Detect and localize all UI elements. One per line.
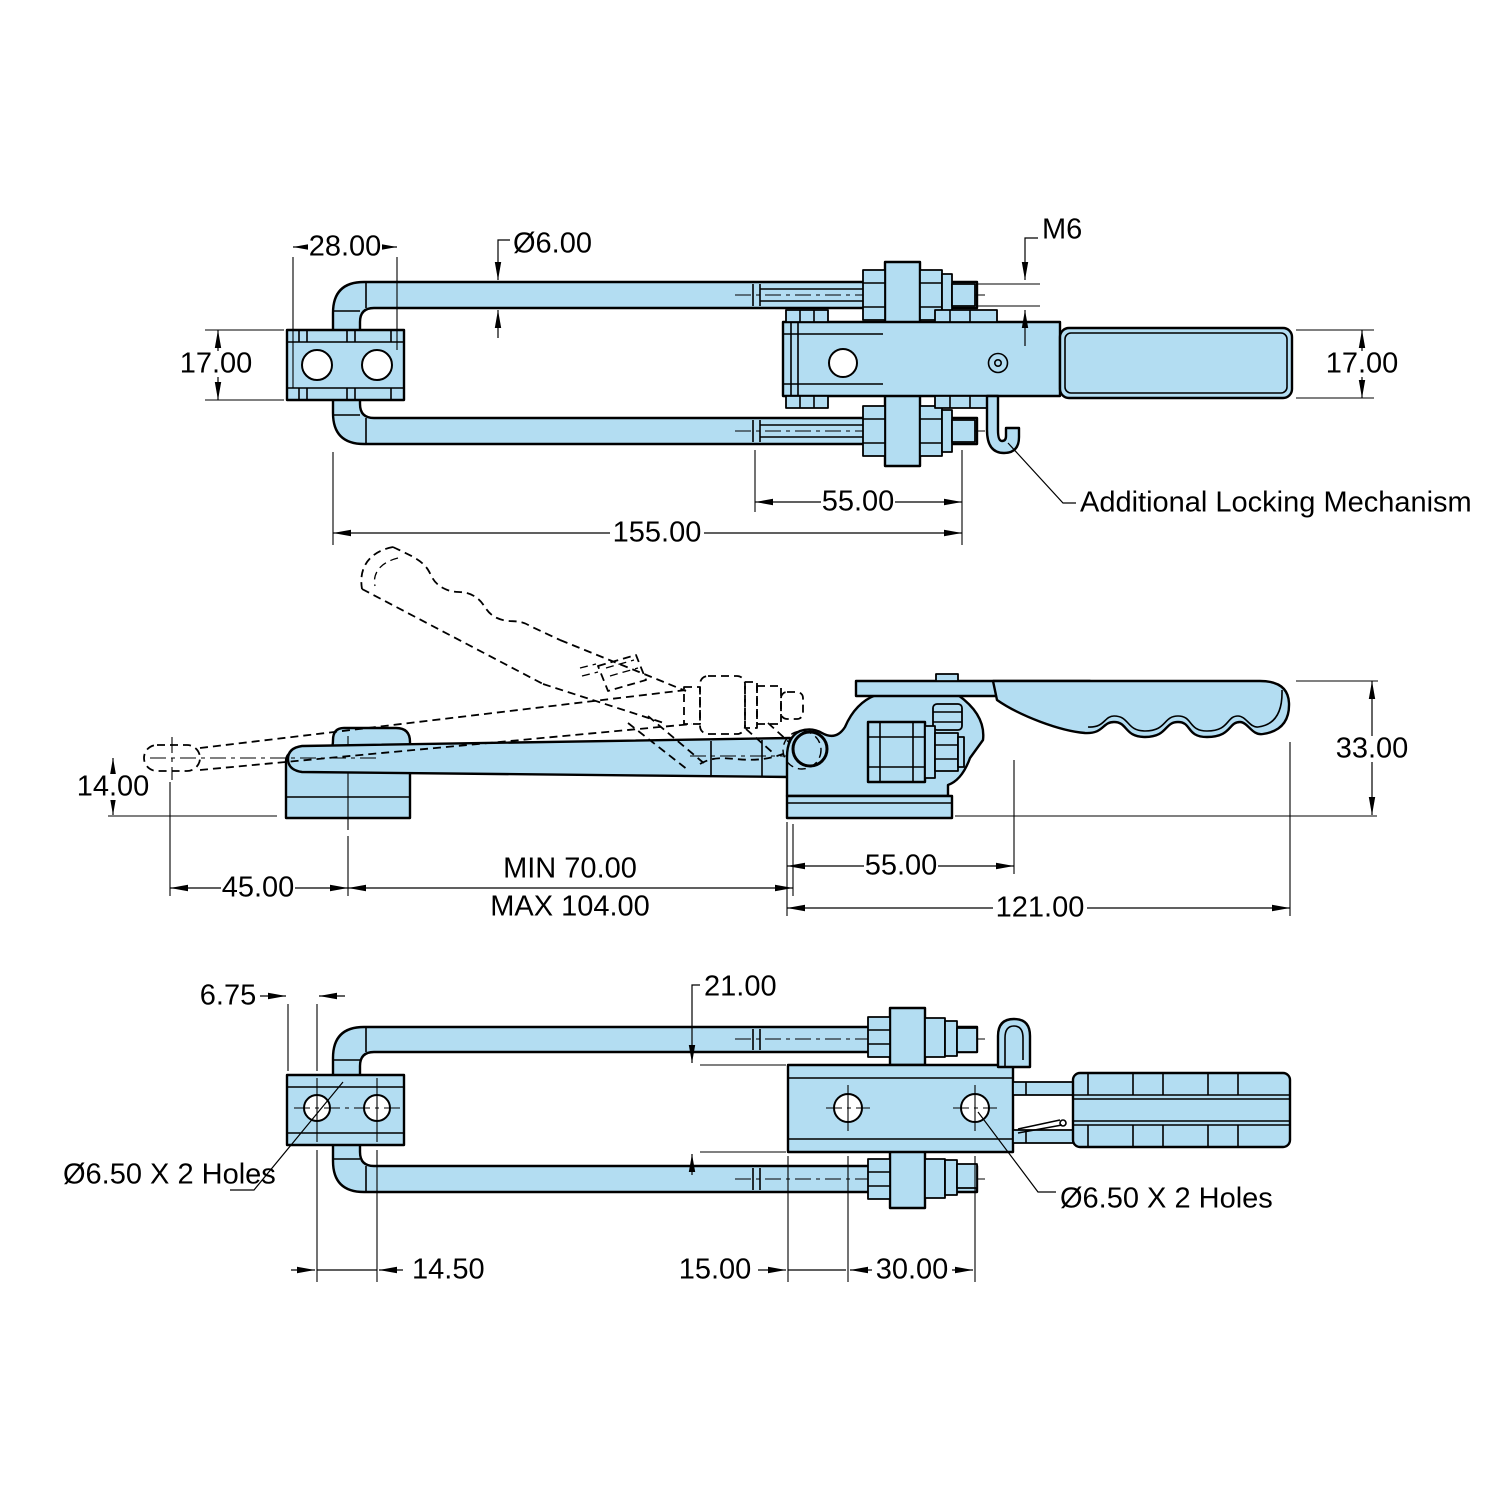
- rod-end: [951, 419, 976, 443]
- clevis-tab: [934, 309, 998, 323]
- lever-tab: [935, 673, 959, 682]
- dim-thread-length: 55.00: [754, 450, 963, 545]
- dim-edge-to-hole-right: 15.00: [679, 1156, 846, 1286]
- note-holes-left: Ø6.50 X 2 Holes: [63, 1081, 344, 1191]
- svg-text:45.00: 45.00: [222, 872, 295, 904]
- dim-keeper-distance: 45.00: [169, 782, 349, 904]
- svg-text:Ø6.50 X 2 Holes: Ø6.50 X 2 Holes: [63, 1159, 276, 1191]
- hex-nut: [934, 732, 959, 772]
- washer: [944, 1020, 958, 1057]
- bracket-hole: [301, 349, 333, 381]
- rod-end: [951, 283, 976, 307]
- hex-nut: [867, 1158, 891, 1200]
- dim-base-length: 55.00: [786, 760, 1015, 916]
- washer: [941, 409, 953, 453]
- svg-text:33.00: 33.00: [1336, 733, 1409, 765]
- lever-bar: [781, 320, 1062, 398]
- open-position-phantom: [143, 546, 804, 780]
- svg-text:14.00: 14.00: [77, 771, 150, 803]
- washer: [957, 736, 965, 768]
- svg-text:M6: M6: [1042, 214, 1082, 246]
- svg-text:Additional Locking Mechanism: Additional Locking Mechanism: [1080, 487, 1472, 519]
- dim-overall-height: 33.00: [1296, 680, 1410, 815]
- plan-view: 6.75 21.00 Ø6.50 X 2 Holes Ø6.50 X 2 Hol…: [63, 971, 1292, 1286]
- svg-text:6.75: 6.75: [200, 980, 256, 1012]
- locking-note: Additional Locking Mechanism: [1007, 442, 1472, 519]
- svg-text:121.00: 121.00: [996, 892, 1085, 924]
- handle: [1058, 326, 1294, 400]
- washer: [944, 1159, 958, 1196]
- bracket-hole: [361, 349, 393, 381]
- svg-text:17.00: 17.00: [1326, 348, 1399, 380]
- svg-text:17.00: 17.00: [180, 348, 253, 380]
- dim-height-right: 17.00: [1296, 329, 1400, 399]
- dim-body-length: 121.00: [787, 742, 1291, 924]
- dim-thread-size: M6: [978, 214, 1082, 346]
- screw-block: [888, 1149, 927, 1210]
- latch-clip: [932, 703, 963, 731]
- dim-hook-height: 14.00: [76, 758, 150, 815]
- dim-bracket-width: 28.00: [292, 231, 398, 388]
- top-view: 28.00 Ø6.00 M6 17.00: [178, 214, 1472, 549]
- clevis-tab: [785, 309, 829, 323]
- hex-nut: [919, 405, 943, 457]
- hex-nut: [862, 405, 886, 457]
- hex-nut: [924, 1017, 946, 1058]
- dim-base-width: 21.00: [688, 971, 786, 1175]
- side-view: 14.00 45.00 MIN 70.00 MAX 104.00 55.00: [76, 546, 1410, 924]
- latch-rod: [286, 736, 792, 779]
- handle-plan: [1071, 1071, 1292, 1149]
- locking-hook: [985, 394, 1021, 455]
- svg-text:15.00: 15.00: [679, 1254, 752, 1286]
- hex-nut: [866, 720, 927, 784]
- clevis-tab: [785, 395, 829, 409]
- svg-text:Ø6.00: Ø6.00: [513, 228, 592, 260]
- pivot-hole: [828, 348, 858, 378]
- svg-text:21.00: 21.00: [704, 971, 777, 1003]
- dim-rod-diameter: Ø6.00: [494, 228, 592, 338]
- hex-nut: [862, 269, 886, 321]
- open-grip-outline: [392, 546, 561, 641]
- clamp-base: [785, 794, 954, 820]
- handle-grip: [991, 679, 1291, 739]
- rod-end: [956, 1027, 978, 1053]
- dim-hole-pitch-right: 30.00: [847, 1156, 976, 1286]
- svg-text:55.00: 55.00: [822, 486, 895, 518]
- hex-nut: [867, 1016, 891, 1058]
- clevis-bar: [1012, 1081, 1074, 1096]
- svg-text:MAX 104.00: MAX 104.00: [490, 891, 650, 923]
- svg-text:155.00: 155.00: [613, 517, 702, 549]
- dim-overall-length: 155.00: [332, 452, 962, 549]
- note-holes-right: Ø6.50 X 2 Holes: [977, 1111, 1273, 1215]
- dim-height-left: 17.00: [178, 329, 284, 401]
- svg-text:14.50: 14.50: [412, 1254, 485, 1286]
- svg-text:28.00: 28.00: [309, 231, 382, 263]
- rivet: [987, 352, 1009, 374]
- svg-text:Ø6.50 X 2 Holes: Ø6.50 X 2 Holes: [1060, 1183, 1273, 1215]
- svg-text:MIN 70.00: MIN 70.00: [503, 853, 637, 885]
- dim-span: MIN 70.00 MAX 104.00: [348, 824, 794, 923]
- dim-hole-pitch-left: 14.50: [291, 1150, 485, 1286]
- dim-edge-to-hole: 6.75: [200, 980, 345, 1071]
- svg-text:30.00: 30.00: [876, 1254, 949, 1286]
- washer: [924, 725, 936, 779]
- svg-text:55.00: 55.00: [865, 850, 938, 882]
- rod-end: [956, 1163, 978, 1189]
- hex-nut: [924, 1158, 946, 1199]
- pivot-hidden: [782, 730, 822, 770]
- open-nut: [699, 675, 746, 735]
- screw-block: [888, 1006, 927, 1067]
- pawl-pin: [1059, 1119, 1067, 1127]
